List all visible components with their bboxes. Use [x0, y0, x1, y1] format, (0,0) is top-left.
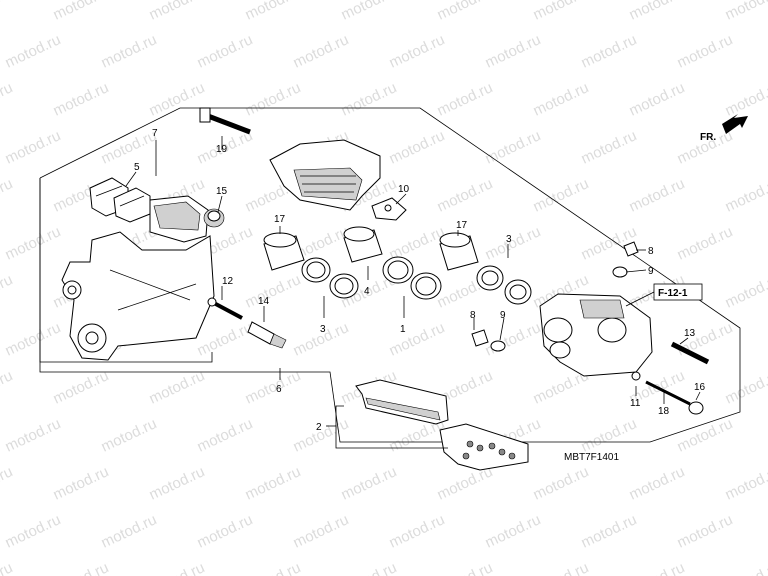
- brake-pad-upper: [355, 379, 449, 425]
- callout-4: 4: [364, 286, 370, 297]
- callout-17-left: 17: [274, 214, 286, 225]
- piston-left: [263, 232, 305, 271]
- front-direction-label: FR.: [700, 132, 716, 143]
- piston-seals: [301, 256, 532, 305]
- callout-8-upper: 8: [648, 246, 654, 257]
- front-direction-arrow-icon: [722, 114, 748, 134]
- reference-label: F-12-1: [658, 288, 688, 299]
- assembly-outline: [39, 107, 741, 443]
- caliper-body-inner: [539, 293, 653, 377]
- callout-3-left: 3: [320, 324, 326, 335]
- pin-boot: [203, 208, 225, 228]
- callout-1: 1: [400, 324, 406, 335]
- bleeder-valve: [371, 197, 407, 221]
- piston-middle: [343, 226, 383, 263]
- pin-bolt: [247, 321, 287, 349]
- caliper-bracket: [61, 195, 215, 361]
- leader-lines: [125, 136, 701, 427]
- pin-plug: [688, 401, 704, 415]
- callout-8-lower: 8: [470, 310, 476, 321]
- callout-12: 12: [222, 276, 234, 287]
- callout-15: 15: [216, 186, 228, 197]
- bleeder-bolt-lower: [471, 329, 489, 347]
- hanger-pin: [645, 380, 691, 406]
- pad-pin: [670, 341, 710, 365]
- callout-19: 19: [216, 144, 228, 155]
- callout-7: 7: [152, 128, 158, 139]
- callout-3-right: 3: [506, 234, 512, 245]
- washer-lower: [490, 340, 506, 352]
- bleeder-bolt-upper: [623, 241, 639, 257]
- bracket-group-outline: [39, 178, 213, 363]
- diagram-code: MBT7F1401: [564, 452, 619, 463]
- piston-right: [439, 232, 479, 271]
- callout-17-right: 17: [456, 220, 468, 231]
- callout-18: 18: [658, 406, 670, 417]
- callout-11: 11: [630, 398, 641, 409]
- brake-pad-lower: [439, 423, 529, 471]
- callout-9-upper: 9: [648, 266, 654, 277]
- callout-10: 10: [398, 184, 410, 195]
- washer-upper: [612, 266, 628, 278]
- callout-9-lower: 9: [500, 310, 506, 321]
- caliper-body-outer: [269, 139, 381, 211]
- pad-spring-clips: [89, 177, 151, 223]
- callout-14: 14: [258, 296, 270, 307]
- callout-5: 5: [134, 162, 140, 173]
- callout-2: 2: [316, 422, 322, 433]
- callout-6: 6: [276, 384, 282, 395]
- retaining-clip: [631, 371, 641, 381]
- callout-13: 13: [684, 328, 696, 339]
- callout-16: 16: [694, 382, 706, 393]
- pad-bracket-line: [335, 405, 448, 449]
- sleeve-pin: [207, 297, 243, 320]
- caliper-bolt: [199, 107, 251, 135]
